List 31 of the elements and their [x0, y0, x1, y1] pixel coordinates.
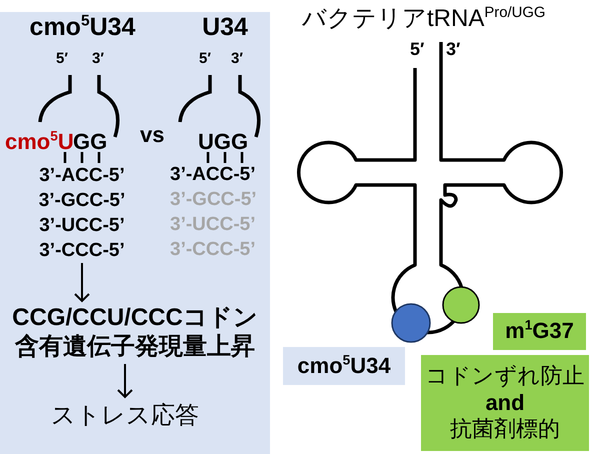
end-label: 5′: [56, 51, 68, 68]
end-label: 5′: [410, 40, 424, 60]
heading: U34: [201, 14, 249, 42]
label-box: [283, 347, 405, 385]
anticodon-bases: GG: [73, 130, 108, 154]
end-label: 3′: [446, 40, 460, 60]
result-text: CCG/CCU/CCCコドン含有遺伝子発現量上昇: [11, 304, 259, 362]
result-text: ストレス応答: [51, 402, 199, 430]
codon: 3’-UCC-5’: [39, 214, 125, 238]
end-label: 3′: [92, 51, 104, 68]
codon: 3’-CCC-5’: [39, 239, 125, 263]
codon: 3’-ACC-5’: [170, 165, 256, 186]
codon: 3’-ACC-5’: [39, 164, 125, 188]
end-label: 5′: [199, 51, 211, 68]
codon: 3’-CCC-5’: [170, 240, 256, 261]
function-note: コドンずれ防止 and 抗菌剤標的: [426, 363, 584, 443]
end-label: 3′: [231, 51, 243, 68]
title: バクテリアtRNA$^{Pro/UGG}$: [302, 6, 546, 32]
label-box: [493, 313, 586, 350]
modified-base: cmo$^{5}$U: [5, 130, 74, 154]
codon: 3’-UCC-5’: [170, 215, 256, 236]
modification-label: cmo$^{5}$U34: [297, 352, 391, 380]
anticodon: UGG: [198, 130, 248, 154]
heading: cmo$^{5}$U34: [28, 14, 136, 42]
codon: 3’-GCC-5’: [38, 189, 126, 213]
modification-label: m$^{1}$G37: [505, 318, 574, 345]
arrow: [74, 263, 90, 302]
arrow: [117, 364, 133, 398]
codon: 3’-GCC-5’: [170, 190, 257, 211]
versus-text: vs: [140, 123, 164, 148]
label-box: [421, 355, 589, 451]
